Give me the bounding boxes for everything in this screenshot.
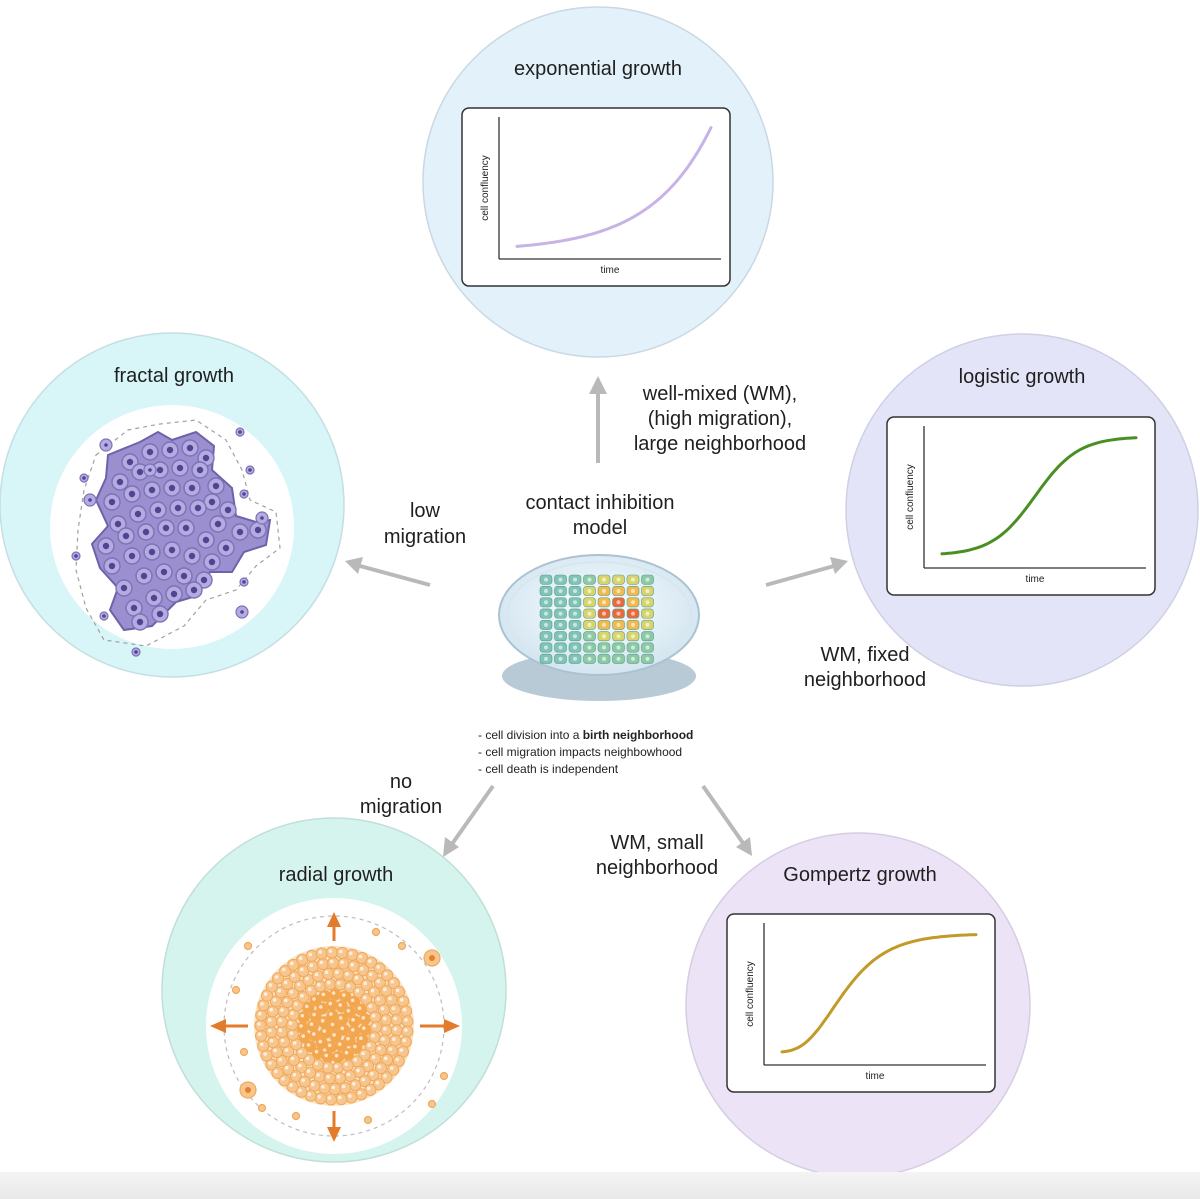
edge-label-gompertz-1: WM, small <box>610 832 704 854</box>
cell-grid <box>539 574 654 664</box>
model-note-3: - cell death is independent <box>478 762 619 776</box>
radial-title: radial growth <box>278 864 394 886</box>
fractal-cells <box>71 427 269 657</box>
radial-cells <box>254 946 414 1106</box>
edge-label-radial-2: migration <box>359 796 443 818</box>
growth-curve <box>780 933 978 1054</box>
bottom-edge-shadow <box>0 1172 1200 1199</box>
center-title-line2: model <box>572 517 628 539</box>
edge-label-fractal-2: migration <box>383 526 467 548</box>
radial-expansion-arrows <box>210 912 460 1142</box>
model-note-2: - cell migration impacts neighbowhood <box>478 745 683 759</box>
x-axis-label: time <box>1026 574 1045 585</box>
edge-label-gompertz-2: neighborhood <box>595 857 719 879</box>
edge-label-logistic-1: WM, fixed <box>820 644 910 666</box>
radial-satellite-cells <box>231 927 449 1125</box>
petri-dish <box>498 554 700 701</box>
edge-label-radial-1: no <box>389 771 413 793</box>
plot-frame <box>461 107 731 287</box>
edge-label-logistic-2: neighborhood <box>803 669 927 691</box>
y-axis-label: cell confluency <box>745 961 756 1027</box>
y-axis-label: cell confluency <box>905 464 916 530</box>
growth-curve <box>940 436 1138 556</box>
edge-label-fractal-1: low <box>409 500 440 522</box>
gompertz-title: Gompertz growth <box>783 864 937 886</box>
arrow-to-radial <box>450 784 495 846</box>
logistic-plot: time cell confluency <box>886 416 1156 596</box>
fractal-colony <box>71 419 281 657</box>
fractal-title: fractal growth <box>113 365 235 387</box>
edge-label-exponential-2: (high migration), <box>647 408 793 430</box>
plot-frame <box>886 416 1156 596</box>
exponential-plot: time cell confluency <box>461 107 731 287</box>
edge-label-exponential-3: large neighborhood <box>633 433 807 455</box>
arrow-to-fractal <box>359 564 431 587</box>
x-axis-label: time <box>601 265 620 276</box>
gompertz-plot: time cell confluency <box>726 913 996 1093</box>
y-axis-label: cell confluency <box>480 155 491 221</box>
exponential-title: exponential growth <box>514 58 682 80</box>
center-title-line1: contact inhibition <box>525 492 675 514</box>
arrow-to-logistic <box>765 564 835 587</box>
model-note-1: - cell division into a birth neighborhoo… <box>478 728 694 742</box>
edge-arrows <box>345 376 848 857</box>
plot-frame <box>726 913 996 1093</box>
arrow-to-gompertz <box>701 784 745 845</box>
radial-colony <box>210 912 460 1142</box>
model-notes: - cell division into a birth neighborhoo… <box>478 727 693 778</box>
x-axis-label: time <box>866 1071 885 1082</box>
growth-curve <box>515 126 713 248</box>
edge-label-exponential-1: well-mixed (WM), <box>642 383 798 405</box>
logistic-title: logistic growth <box>958 366 1086 388</box>
